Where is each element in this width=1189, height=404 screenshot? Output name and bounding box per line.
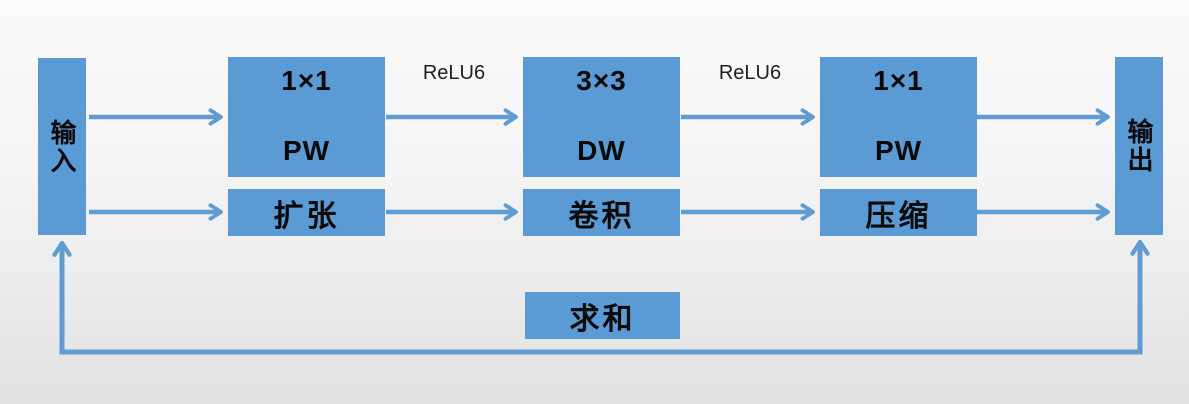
input-box: 输入 xyxy=(38,58,86,235)
block-pw2-kernel: 1×1 xyxy=(873,65,924,96)
output-label: 输出 xyxy=(1124,118,1154,174)
residual-feedback-line xyxy=(52,239,1150,355)
relu6-label-2: ReLU6 xyxy=(718,62,782,84)
stage-compress-box: 压缩 xyxy=(820,189,977,236)
stage-conv-box: 卷积 xyxy=(523,189,680,236)
input-label: 输入 xyxy=(47,118,77,175)
block-pw2: 1×1 PW xyxy=(820,57,977,177)
block-pw1-kernel: 1×1 xyxy=(281,65,332,96)
stage-conv-label: 卷积 xyxy=(568,199,635,233)
stage-expand-box: 扩张 xyxy=(228,189,385,236)
stage-expand-label: 扩张 xyxy=(273,199,340,233)
block-pw1: 1×1 PW xyxy=(228,57,385,177)
block-dw-type: DW xyxy=(577,135,626,166)
relu6-label-1: ReLU6 xyxy=(422,62,486,84)
output-box: 输出 xyxy=(1115,57,1163,235)
block-pw2-type: PW xyxy=(874,135,923,166)
sum-box: 求和 xyxy=(525,292,680,339)
block-dw-kernel: 3×3 xyxy=(576,65,627,96)
block-pw1-type: PW xyxy=(282,135,331,166)
block-dw: 3×3 DW xyxy=(523,57,680,177)
sum-label: 求和 xyxy=(569,302,636,336)
stage-compress-label: 压缩 xyxy=(865,199,932,233)
